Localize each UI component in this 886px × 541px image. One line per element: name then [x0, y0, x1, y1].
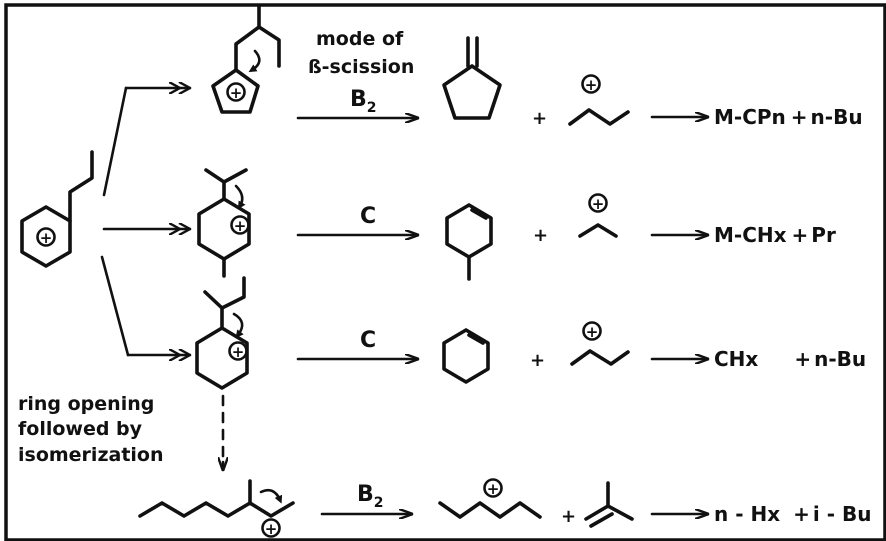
- charge-plus: +: [40, 229, 53, 247]
- svg-text:+: +: [586, 323, 599, 341]
- branch-line-1: [102, 86, 128, 197]
- isomerization-label: isomerization: [18, 444, 164, 466]
- isobutene: [584, 481, 634, 528]
- svg-text:+: +: [234, 217, 247, 235]
- row1-intermediate: +: [211, 4, 281, 114]
- sec-butyl-cation-2: +: [570, 321, 630, 366]
- row4-mode: B2: [357, 482, 384, 511]
- row1-result: M-CPn+n-Bu: [714, 105, 863, 129]
- followed-by-label: followed by: [18, 418, 143, 440]
- border-frame: [4, 3, 886, 541]
- row4-plus: +: [561, 506, 576, 527]
- row4-result: n - Hx+i - Bu: [714, 502, 871, 526]
- row2-intermediate: +: [197, 168, 251, 278]
- cyclohexene: [442, 328, 490, 384]
- row2-mode: C: [360, 204, 376, 229]
- row3-plus: +: [530, 350, 545, 371]
- row2-result: M-CHx+Pr: [714, 223, 836, 247]
- isopropyl-cation: +: [578, 193, 618, 238]
- sec-butyl-cation: +: [568, 74, 630, 126]
- svg-text:+: +: [265, 520, 278, 538]
- open-chain-cation: +: [138, 479, 295, 538]
- row3-result: CHx+n-Bu: [714, 347, 866, 371]
- svg-text:+: +: [585, 76, 598, 94]
- methylenecyclopentane: [442, 36, 502, 120]
- hexyl-cation: +: [438, 478, 542, 519]
- svg-text:+: +: [230, 84, 243, 102]
- row1-mode: B2: [350, 87, 377, 116]
- svg-text:+: +: [232, 343, 245, 361]
- row3-mode: C: [360, 328, 376, 353]
- ring-opening-label: ring opening: [18, 393, 154, 415]
- mode-of-label: mode of: [316, 28, 404, 50]
- svg-text:+: +: [592, 195, 605, 213]
- svg-text:+: +: [487, 480, 500, 498]
- beta-scission-label: ß-scission: [308, 56, 414, 78]
- branch-line-3: [100, 255, 130, 357]
- methylcyclohexene: [445, 203, 493, 281]
- charge-circle: [36, 227, 56, 247]
- starting-cation: +: [20, 150, 94, 268]
- row1-plus: +: [532, 108, 547, 129]
- row2-plus: +: [533, 225, 548, 246]
- row3-intermediate: +: [195, 276, 249, 390]
